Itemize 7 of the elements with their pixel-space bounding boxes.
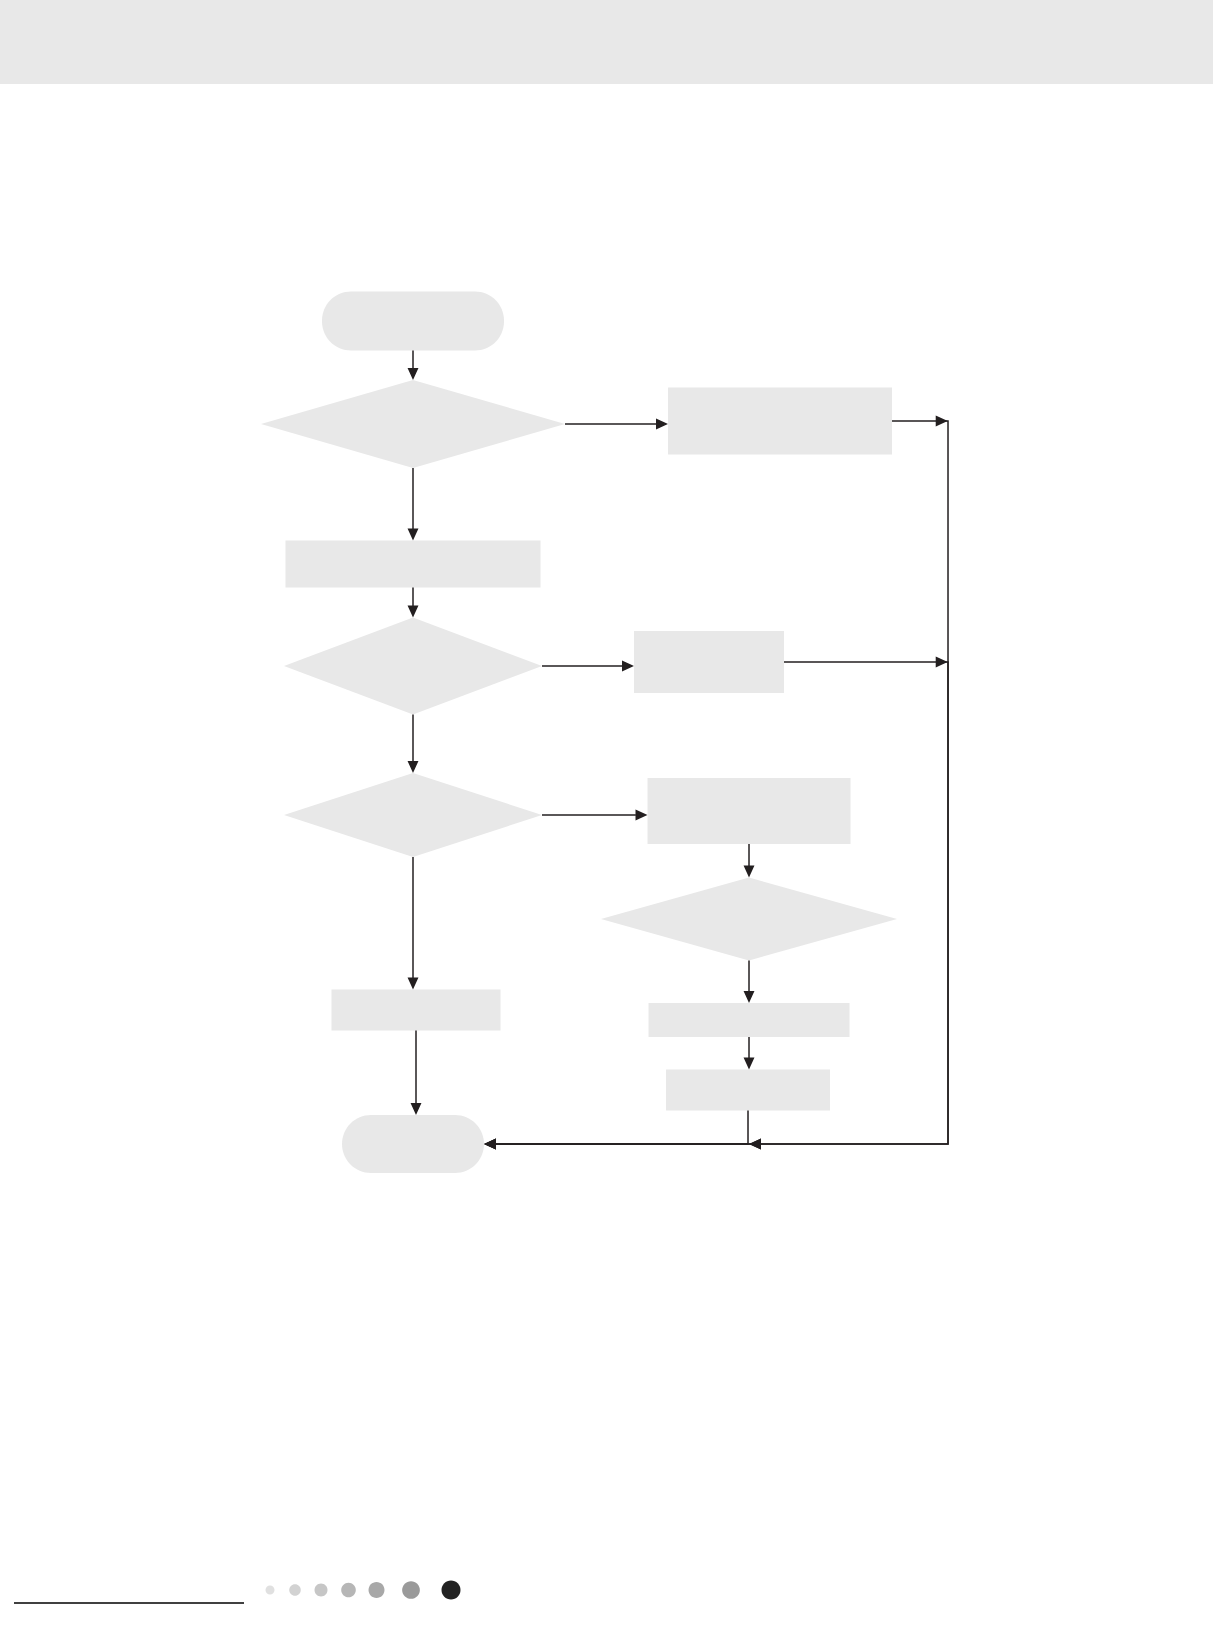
- rounded-box: [342, 1115, 484, 1173]
- decision-diamond: [284, 617, 542, 715]
- process-box: [285, 540, 541, 588]
- decision-diamond: [284, 773, 542, 857]
- rounded-box: [322, 291, 504, 351]
- decision-diamond: [261, 380, 565, 468]
- process-box: [331, 989, 501, 1031]
